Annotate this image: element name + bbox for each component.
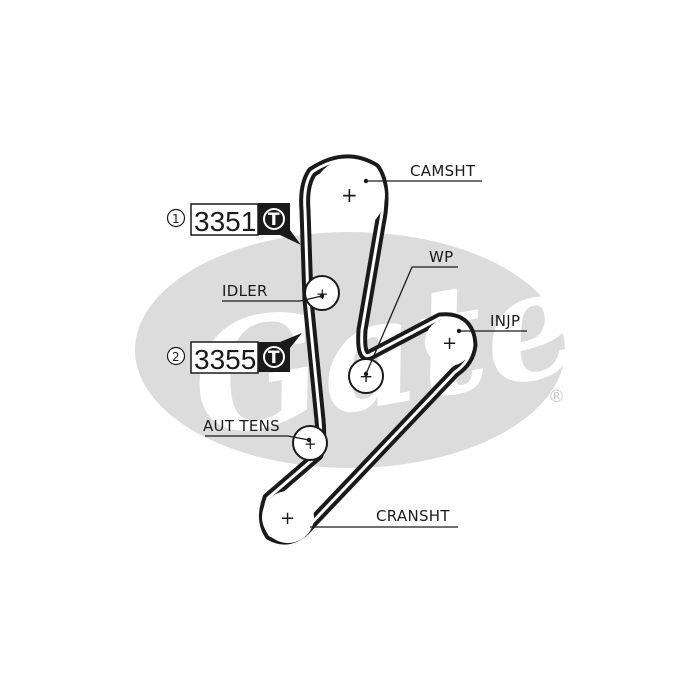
pulley-cransht: + xyxy=(262,491,314,543)
kit-2-index: 2 xyxy=(172,350,180,364)
kit-2-badge-letter: T xyxy=(268,348,280,368)
label-cransht: CRANSHT xyxy=(376,507,450,525)
label-injp: INJP xyxy=(490,312,520,330)
leader-idler xyxy=(222,295,323,302)
pulley-aut-tens-circle xyxy=(292,425,328,461)
pulley-cransht-center: + xyxy=(280,508,295,529)
watermark-ellipse xyxy=(135,232,565,468)
label-idler: IDLER xyxy=(222,282,268,300)
pulley-injp-circle xyxy=(425,318,473,366)
label-wp: WP xyxy=(429,248,453,266)
tensioner-t-icon-inner xyxy=(265,210,283,228)
tensioner-t-icon-inner xyxy=(265,348,283,366)
leader-dots xyxy=(306,178,462,443)
pulley-cransht-circle xyxy=(262,491,314,543)
pulley-idler: + xyxy=(304,275,340,311)
kit-1-badge-letter: T xyxy=(268,210,280,230)
kit-2-index-circle xyxy=(166,346,186,366)
pulley-camsht-circle xyxy=(313,159,385,231)
label-camsht: CAMSHT xyxy=(410,162,476,180)
pulley-camsht: + xyxy=(313,159,385,231)
leader-wp xyxy=(365,266,458,375)
pulley-camsht-center: + xyxy=(341,183,358,207)
kit-callout-2: 2 3355 T xyxy=(166,333,302,375)
pulley-aut-tens-center: + xyxy=(304,435,317,453)
pulley-injp-center: + xyxy=(442,333,457,354)
pulley-idler-circle xyxy=(304,275,340,311)
kit-1-index: 1 xyxy=(172,212,180,226)
kit-1-code: 3351 xyxy=(194,206,256,237)
leader-lines xyxy=(205,180,527,528)
label-aut-tens: AUT TENS xyxy=(203,417,280,435)
kit-callout-1: 1 3351 T xyxy=(166,203,301,245)
kit-2-code: 3355 xyxy=(194,344,256,375)
pulley-wp-center: + xyxy=(359,367,373,387)
kit-1-index-circle xyxy=(166,208,186,228)
leader-aut-tens xyxy=(205,435,310,441)
pulley-aut-tens: + xyxy=(292,425,328,461)
pulley-injp: + xyxy=(425,318,473,366)
registered-mark: ® xyxy=(548,387,565,407)
